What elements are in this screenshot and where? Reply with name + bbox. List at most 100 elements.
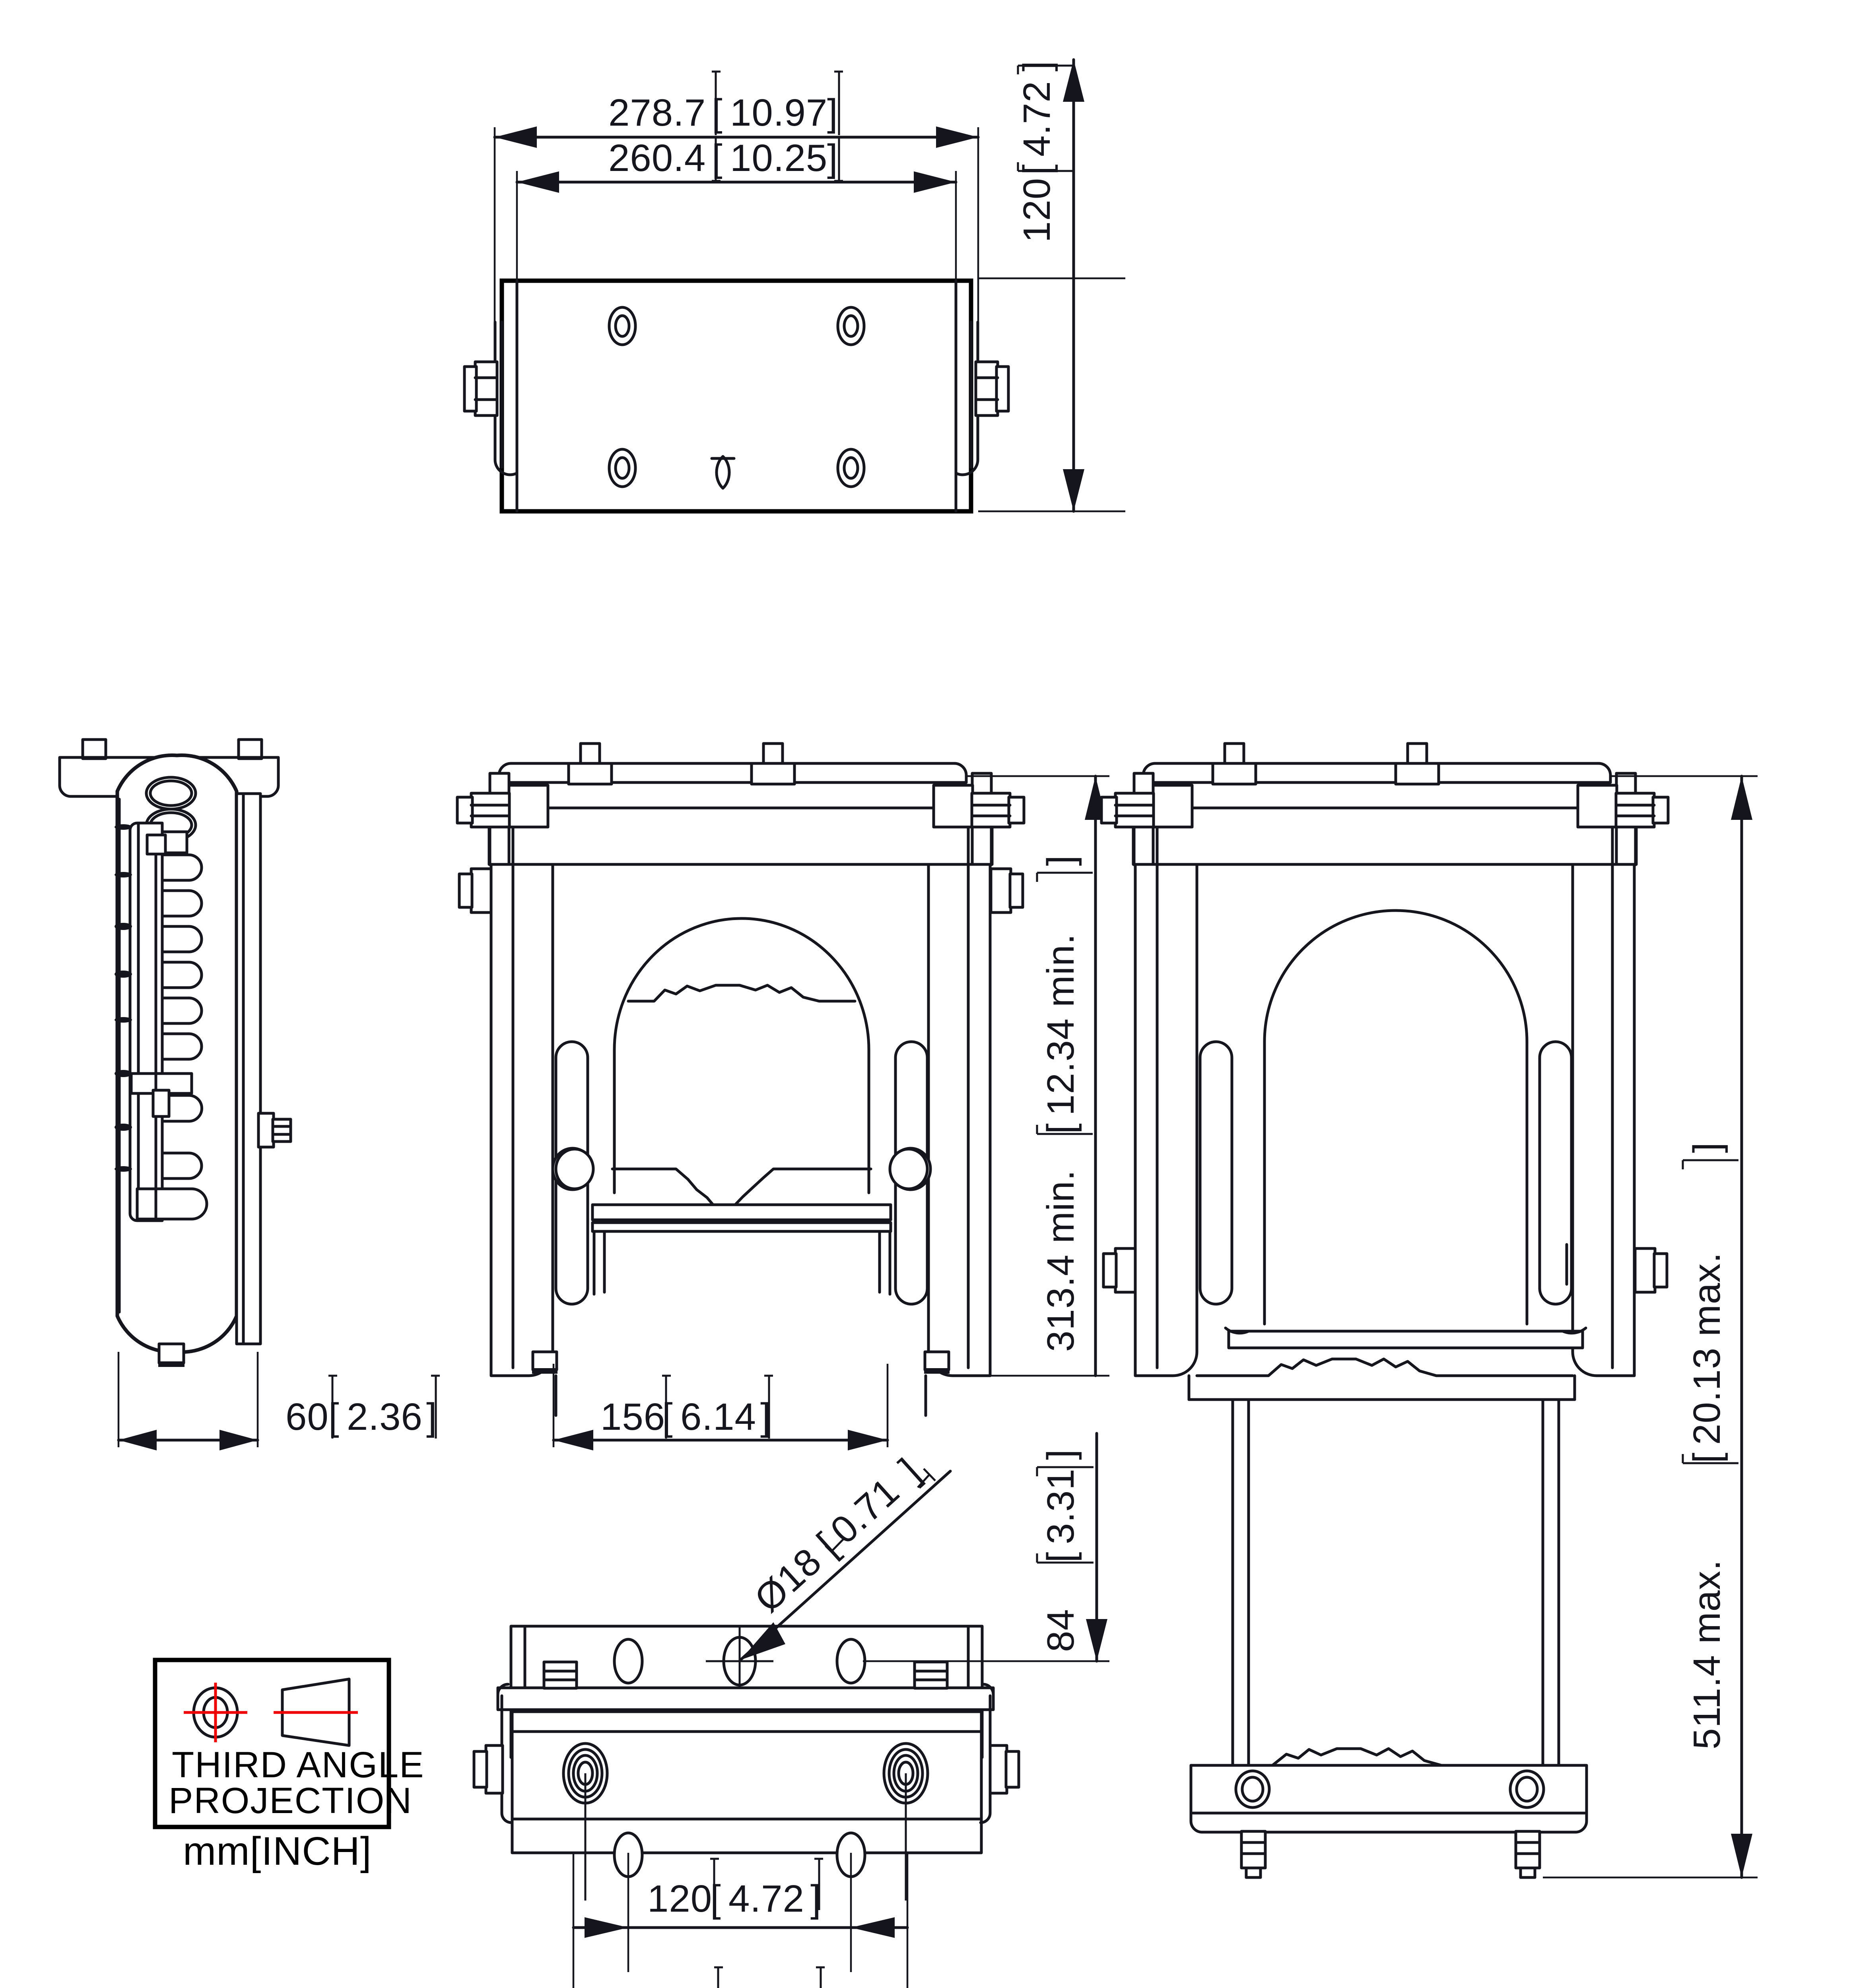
top-view-plate xyxy=(499,278,973,514)
dim-bottom-width-close: ] xyxy=(812,1986,823,1988)
right-foot-bolt-left xyxy=(1240,1830,1267,1879)
right-pipe-arch xyxy=(1263,909,1529,1326)
right-band-sides xyxy=(1187,1374,1576,1401)
dim-bottom-offset-close: ] xyxy=(1039,1449,1082,1460)
dim-side-depth-mm: 60 xyxy=(286,1396,329,1438)
bottom-hole-center xyxy=(706,1626,773,1694)
dim-top-inner-width-close: ] xyxy=(827,137,838,179)
right-frame-right xyxy=(1571,863,1636,1377)
right-crossbar-fillets xyxy=(1224,1326,1587,1335)
top-view-fastener-upper-right xyxy=(836,306,866,346)
right-foot-plate xyxy=(1189,1764,1588,1834)
top-view-fastener-lower-right xyxy=(836,448,866,488)
right-foot-break-band xyxy=(1191,1747,1586,1767)
front-side-bolt-right xyxy=(989,867,1024,914)
side-rail-detents xyxy=(130,830,208,1221)
side-pin-lower xyxy=(152,1089,171,1118)
right-view: 511.4 max. [ 20.13 max. ] xyxy=(1100,742,1758,1879)
projection-label-line1: THIRD ANGLE xyxy=(172,1745,424,1785)
dim-top-outer-width-inch: 10.97 xyxy=(730,91,827,134)
right-foot-hole-left xyxy=(1234,1769,1271,1809)
right-foot-bolt-right xyxy=(1514,1830,1541,1879)
bottom-side-tab-left xyxy=(472,1744,504,1795)
right-clamp-bolt-right xyxy=(1576,784,1670,829)
front-slot-pin-left xyxy=(551,1147,595,1191)
dim-front-inner-width-inch: 6.14 xyxy=(680,1396,756,1438)
dim-top-inner-width-inch: 10.25 xyxy=(730,137,827,179)
right-slot-left xyxy=(1198,1040,1233,1306)
side-foot-bolt xyxy=(157,1342,185,1367)
bottom-rail-right xyxy=(979,1694,992,1824)
front-rail-bolt-1 xyxy=(567,742,613,786)
dim-front-height-min-mm: 313.4 min. xyxy=(1039,1170,1082,1352)
dim-top-depth-inch: 4.72 xyxy=(1016,81,1058,157)
dim-bottom-offset-mm: 84 xyxy=(1039,1609,1082,1652)
bottom-bar-bolt-right xyxy=(913,1660,949,1690)
bottom-hole-upper-left xyxy=(613,1638,644,1685)
front-slot-pin-right xyxy=(888,1147,932,1191)
right-rod-left xyxy=(1231,1398,1250,1767)
dim-side-depth: 60 [ 2.36 ] xyxy=(117,1375,440,1450)
side-fastener-top xyxy=(145,776,197,811)
right-slot-right xyxy=(1538,1040,1573,1306)
front-top-clamp xyxy=(488,806,994,866)
dim-front-inner-width-open: [ xyxy=(662,1396,673,1438)
dim-front-inner-width-mm: 156 xyxy=(600,1396,665,1438)
dim-bottom-offset: 84 [ 3.31 ] xyxy=(1036,1432,1107,1663)
right-top-rail xyxy=(1142,762,1612,784)
right-clamp-bolt-left xyxy=(1100,784,1194,829)
bottom-bar-fillets xyxy=(496,1683,995,1696)
front-foot-left xyxy=(531,1350,558,1374)
right-frame-left xyxy=(1134,863,1198,1377)
bottom-clamp-bar xyxy=(496,1686,995,1711)
dim-bottom-offset-open: [ xyxy=(1039,1551,1082,1563)
right-side-bolt-left xyxy=(1102,1247,1137,1294)
side-scale-ticks xyxy=(115,824,132,1172)
side-adjust-rail xyxy=(128,821,164,1222)
front-foot-right xyxy=(923,1350,950,1374)
dim-side-depth-inch: 2.36 xyxy=(347,1396,423,1438)
top-view-fastener-lower-left xyxy=(608,448,637,488)
bottom-hub-right xyxy=(882,1742,929,1901)
right-break-band-upper xyxy=(1195,1357,1574,1377)
dim-top-inner-width-mm: 260.4 xyxy=(608,137,706,179)
top-view-strap-right xyxy=(954,320,979,476)
dim-right-height-max-mm: 511.4 max. xyxy=(1686,1559,1728,1749)
projection-symbol-box: THIRD ANGLE PROJECTION xyxy=(153,1658,424,1829)
dim-front-inner-width: 156 [ 6.14 ] xyxy=(552,1375,889,1450)
front-pipe-arch-outer xyxy=(613,917,870,1194)
right-crossbar xyxy=(1227,1330,1584,1349)
right-rod-right xyxy=(1541,1398,1560,1767)
top-view-bolt-right xyxy=(974,360,1010,417)
bottom-view: Ø18 [ 0.71 ] 84 [ 3.31 ] 120 [ 4.72 ] xyxy=(472,1432,1109,1988)
right-side-bolt-right xyxy=(1634,1247,1668,1294)
dim-bottom-width-inch: 6.61 xyxy=(732,1986,808,1988)
top-view-center-hole xyxy=(710,455,736,490)
front-side-bolt-left xyxy=(458,867,493,914)
front-frame-right xyxy=(927,863,992,1377)
dim-bottom-hole-pitch-inch: 4.72 xyxy=(728,1877,804,1920)
left-side-view: 60 [ 2.36 ] xyxy=(58,738,440,1450)
dim-front-height-min-close: ] xyxy=(1039,855,1082,866)
right-top-clamp xyxy=(1132,806,1638,866)
dim-front-height-min-inch: 12.34 min. xyxy=(1039,934,1082,1116)
dim-front-height-min-open: [ xyxy=(1039,1123,1082,1134)
dim-top-depth: 120 [ 4.72 ] xyxy=(1016,58,1084,513)
top-view-strap-left xyxy=(493,320,519,476)
front-pipe-break-upper xyxy=(627,984,857,1003)
side-pin-upper xyxy=(146,833,167,856)
front-clamp-bolt-left xyxy=(456,784,550,829)
dim-bottom-width: 167.9 [ 6.61 ] xyxy=(612,1966,825,1988)
dim-side-depth-open: [ xyxy=(328,1396,340,1438)
dim-top-depth-mm: 120 xyxy=(1016,178,1058,243)
bottom-hole-upper-right xyxy=(835,1638,866,1685)
side-flange-fastener xyxy=(257,1112,292,1149)
dim-top-outer-width-mm: 278.7 xyxy=(608,91,706,134)
right-foot-hole-right xyxy=(1509,1769,1545,1809)
dim-top-outer-width-open: [ xyxy=(712,91,723,134)
dim-bottom-hole-pitch-mm: 120 xyxy=(647,1877,712,1920)
bottom-rail-left xyxy=(500,1694,513,1824)
dim-right-height-max-open: [ xyxy=(1686,1452,1728,1463)
dim-right-height-max-inch: 20.13 max. xyxy=(1686,1252,1728,1445)
projection-label-line2: PROJECTION xyxy=(169,1780,412,1821)
